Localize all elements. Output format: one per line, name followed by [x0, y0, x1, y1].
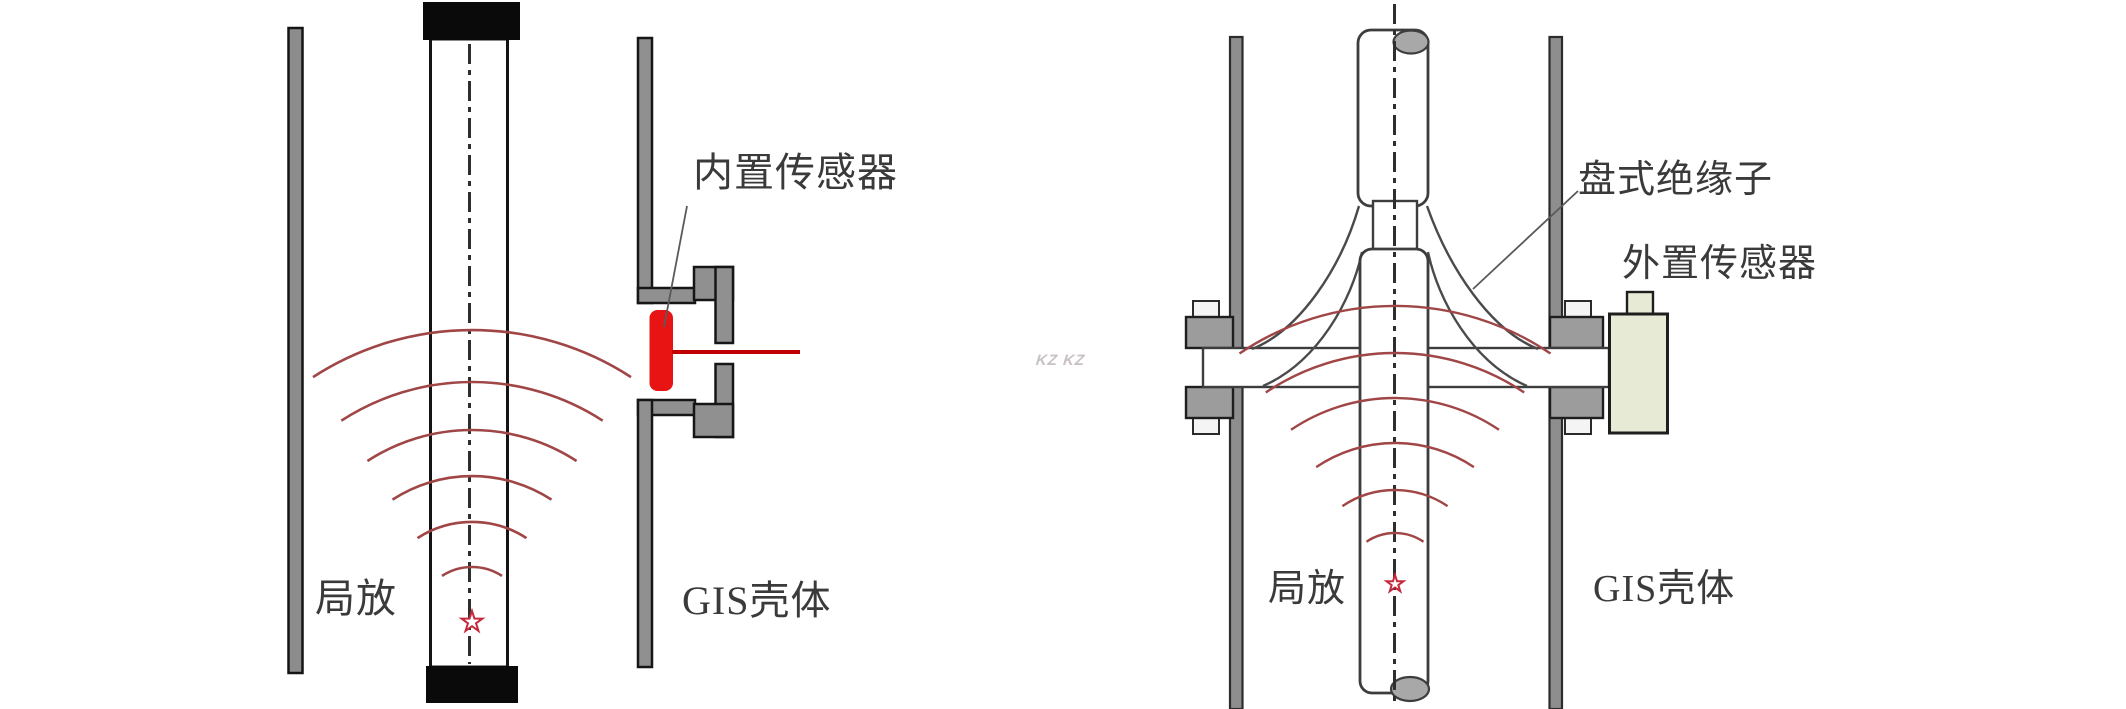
conductor-top-ellipse: [1392, 29, 1430, 55]
sensor-signal-line: [672, 350, 800, 354]
flange-blocks: [1184, 315, 1605, 420]
shell-wall-lower: [636, 398, 654, 669]
bell-outer-curve-right: [1425, 205, 1539, 351]
uhf-wave-arc: [1365, 531, 1425, 543]
disc-insulator-bell: [1251, 205, 1539, 388]
flange-bolt: [1192, 300, 1220, 319]
uhf-wave-arc: [1290, 396, 1500, 431]
flange-block-upper-right: [1548, 315, 1605, 350]
right-diagram-external-sensor: [1184, 4, 1669, 709]
flange-block-upper-left: [1184, 315, 1235, 350]
conductor-bottom-ellipse: [1389, 675, 1431, 703]
flange-block-lower-left: [1184, 385, 1235, 420]
uhf-wave-arc: [1315, 441, 1475, 469]
watermark-text: KZ KZ: [1035, 352, 1087, 369]
flange-block-lower-right: [1548, 385, 1605, 420]
uhf-wave-arc: [1238, 304, 1552, 355]
uhf-wave-arc: [312, 328, 632, 379]
bell-inner-curve-right: [1426, 251, 1528, 388]
internal-sensor-leader-line: [663, 205, 688, 328]
external-sensor-connector-tab: [1625, 290, 1655, 318]
bell-inner-curve-left: [1262, 251, 1364, 388]
shell-wall-upper-ledge: [636, 286, 697, 305]
flange-bolt: [1564, 300, 1592, 319]
lower-bracket-arm: [692, 402, 735, 439]
uhf-wave-arc: [1265, 351, 1525, 394]
external-uhf-sensor: [1608, 312, 1669, 435]
uhf-wave-arc: [416, 520, 528, 540]
uhf-wave-arc: [391, 474, 553, 501]
left-conductor-top-cap: [423, 2, 520, 40]
left-conductor-bottom-cap: [426, 666, 518, 703]
partial-discharge-star: [1383, 571, 1407, 594]
internal-sensor-label: 内置传感器: [693, 150, 898, 195]
bell-outer-curve-left: [1251, 205, 1361, 351]
sensor-window-brackets: [692, 265, 735, 439]
uhf-wave-arc: [441, 565, 503, 577]
flange-bolt: [1192, 416, 1220, 435]
flange-bolt: [1564, 416, 1592, 435]
uhf-wave-arc: [366, 428, 578, 463]
internal-uhf-sensor: [649, 310, 673, 391]
external-sensor-label: 外置传感器: [1622, 243, 1818, 285]
disc-insulator-leader-line: [1472, 190, 1579, 290]
flange-bolts: [1192, 300, 1592, 435]
partial-discharge-star: [458, 607, 486, 634]
left-partial-discharge-label: 局放: [315, 576, 397, 621]
right-partial-discharge-label: 局放: [1268, 568, 1347, 610]
shell-wall-upper: [636, 36, 654, 305]
left-uhf-wave-arcs: [312, 328, 632, 577]
left-diagram-internal-sensor: [287, 2, 800, 703]
upper-bracket-bar: [714, 265, 735, 345]
left-ground-plate: [287, 26, 304, 675]
right-gis-shell-label: GIS壳体: [1593, 568, 1736, 610]
left-gis-shell-label: GIS壳体: [682, 578, 832, 623]
right-uhf-wave-arcs: [1238, 304, 1552, 543]
disc-insulator-label: 盘式绝缘子: [1578, 159, 1774, 201]
uhf-wave-arc: [1341, 488, 1449, 508]
uhf-wave-arc: [340, 380, 604, 422]
left-gis-shell-wall: [636, 36, 697, 669]
